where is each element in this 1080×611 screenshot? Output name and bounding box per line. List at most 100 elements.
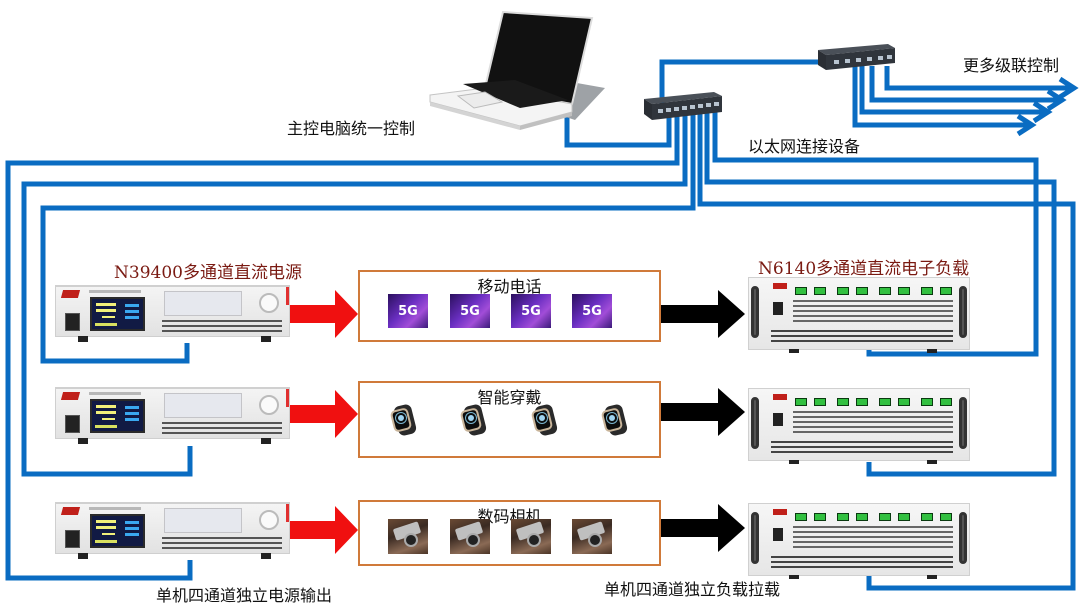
channel-display: [921, 513, 933, 521]
wire-switch-to-psu-3: [5, 112, 680, 581]
channel-display: [814, 513, 826, 521]
5g-phone-icon: 5G: [388, 294, 428, 328]
electronic-load-2: [748, 388, 970, 464]
channel-display: [856, 287, 868, 295]
power-arrow-2: [290, 390, 358, 438]
channel-display: [940, 398, 952, 406]
keypad: [164, 291, 242, 316]
power-switch: [65, 313, 80, 331]
wire-switch-to-psu-2: [21, 112, 688, 477]
cascade-arrowhead-2: [1046, 88, 1067, 112]
camera-icon: [450, 519, 490, 554]
product-box-digital-camera: 数码相机: [358, 500, 661, 566]
load-arrow-1: [648, 290, 745, 338]
power-arrow-1: [290, 290, 358, 338]
wire-pc-to-switch: [564, 112, 672, 148]
product-box-smart-wearable: 智能穿戴: [358, 381, 661, 458]
product-box-mobile-phone: 移动电话 5G 5G 5G 5G: [358, 270, 661, 342]
power-switch: [773, 302, 783, 315]
wire-cascade-out-4: [852, 66, 1030, 128]
power-arrow-3: [290, 506, 358, 554]
ethernet-switch: [644, 92, 722, 120]
handle-right: [959, 397, 967, 449]
wire-cascade-out-3: [859, 66, 1046, 115]
channel-display: [856, 398, 868, 406]
wire-switch-to-load-1: [712, 112, 1039, 357]
channel-display: [898, 398, 910, 406]
smartwatch-icon: [459, 403, 488, 437]
cascade-label: 更多级联控制: [963, 56, 1060, 75]
rotary-knob-icon: [259, 510, 279, 530]
rotary-knob-icon: [259, 293, 279, 313]
brand-logo: [60, 392, 81, 400]
load-arrow-2: [648, 388, 745, 436]
smartwatch-icon: [389, 403, 418, 437]
5g-phone-icon: 5G: [511, 294, 551, 328]
cascade-switch: [818, 44, 895, 70]
channel-display: [940, 287, 952, 295]
channel-display: [879, 513, 891, 521]
channel-display: [940, 513, 952, 521]
load-caption-label: 单机四通道独立负载拉载: [604, 580, 781, 599]
channel-display: [921, 287, 933, 295]
channel-display: [837, 513, 849, 521]
smartwatch-icon: [530, 403, 559, 437]
channel-display: [814, 398, 826, 406]
rotary-knob-icon: [259, 395, 279, 415]
psu-display: [90, 399, 145, 433]
electronic-load-1: [748, 277, 970, 353]
wire-switch-to-load-2: [704, 112, 1057, 477]
product-category-label: 移动电话: [477, 277, 542, 296]
channel-display: [837, 287, 849, 295]
channel-display: [898, 287, 910, 295]
laptop-icon: [429, 10, 605, 130]
power-supply-3: [55, 502, 290, 559]
power-supply-2: [55, 387, 290, 444]
brand-logo: [60, 507, 81, 515]
power-switch: [773, 413, 783, 426]
handle-left: [751, 286, 759, 338]
power-switch: [65, 415, 80, 433]
psu-display: [90, 514, 145, 548]
cascade-arrowhead-1: [1058, 76, 1079, 100]
wire-cascade-out-1: [884, 66, 1072, 91]
brand-logo: [773, 509, 787, 515]
ethernet-label: 以太网连接设备: [748, 137, 861, 156]
camera-icon: [572, 519, 612, 554]
keypad: [164, 508, 242, 533]
channel-display: [795, 513, 807, 521]
power-supply-title: N39400多通道直流电源: [114, 263, 302, 283]
channel-display: [814, 287, 826, 295]
wire-switch-to-psu-1: [40, 112, 696, 364]
handle-right: [959, 512, 967, 564]
5g-phone-icon: 5G: [450, 294, 490, 328]
wire-cascade-out-2: [869, 66, 1060, 103]
handle-left: [751, 512, 759, 564]
channel-display: [898, 513, 910, 521]
brand-logo: [773, 283, 787, 289]
power-switch: [65, 530, 80, 548]
channel-display: [795, 287, 807, 295]
channel-display: [879, 398, 891, 406]
cascade-arrowhead-4: [1016, 113, 1037, 137]
wire-switch-to-load-3: [697, 112, 1076, 591]
load-arrow-3: [648, 504, 745, 552]
channel-display: [837, 398, 849, 406]
pc-label: 主控电脑统一控制: [287, 119, 416, 138]
brand-logo: [60, 290, 81, 298]
smartwatch-icon: [600, 403, 629, 437]
keypad: [164, 393, 242, 418]
power-supply-1: [55, 285, 290, 342]
channel-display: [879, 287, 891, 295]
camera-icon: [511, 519, 551, 554]
power-switch: [773, 528, 783, 541]
handle-left: [751, 397, 759, 449]
channel-display: [921, 398, 933, 406]
channel-display: [795, 398, 807, 406]
brand-logo: [773, 394, 787, 400]
load-title: N6140多通道直流电子负载: [758, 259, 970, 279]
handle-right: [959, 286, 967, 338]
cascade-arrowhead-3: [1032, 100, 1053, 124]
psu-display: [90, 297, 145, 331]
